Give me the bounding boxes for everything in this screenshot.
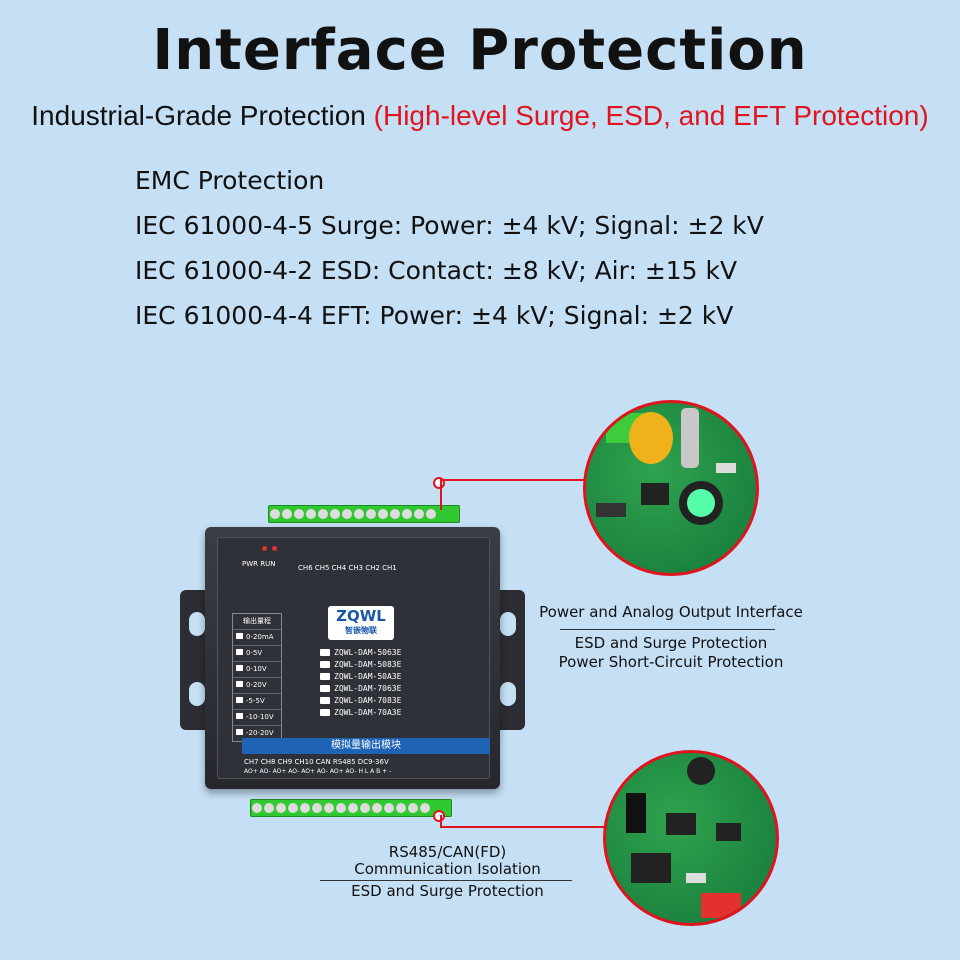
leader-line [440,479,585,481]
range-item: 0-20V [233,677,281,693]
leader-line [440,815,442,828]
top-channel-labels: CH6 CH5 CH4 CH3 CH2 CH1 [298,564,397,572]
callout-top-line1: ESD and Surge Protection [574,634,768,652]
pwr-led [262,546,267,551]
device-illustration: PWR RUN CH6 CH5 CH4 CH3 CH2 CH1 ZQWL 智嵌物… [180,505,525,817]
range-item: -10-10V [233,709,281,725]
front-panel: PWR RUN CH6 CH5 CH4 CH3 CH2 CH1 ZQWL 智嵌物… [217,537,490,779]
emc-heading: EMC Protection [135,166,325,195]
pcb-components-image [626,757,741,918]
leader-line [440,826,608,828]
bottom-pin-labels: AO+ AO- AO+ AO- AO+ AO- AO+ AO- H L A B … [244,768,392,775]
pcb-zoom-top [583,400,759,576]
model-item: ZQWL-DAM-5083E [320,660,401,672]
emc-line-eft: IEC 61000-4-4 EFT: Power: ±4 kV; Signal:… [135,301,734,330]
callout-bottom-line1: RS485/CAN(FD) [388,843,507,861]
caption-divider [320,880,572,881]
subtitle-highlight: (High-level Surge, ESD, and EFT Protecti… [373,100,929,131]
range-item: 0-5V [233,645,281,661]
mount-hole [189,612,205,636]
callout-top-line2: Power Short-Circuit Protection [558,653,784,671]
emc-line-esd: IEC 61000-4-2 ESD: Contact: ±8 kV; Air: … [135,256,738,285]
bottom-terminal-block [250,799,452,817]
callout-bottom-line2: Communication Isolation [354,860,541,878]
range-item: -20-20V [233,725,281,741]
logo-cn-text: 智嵌物联 [345,626,377,635]
led-labels: PWR RUN [242,560,276,568]
callout-point-bottom [433,810,445,822]
range-item: 0-10V [233,661,281,677]
page-title: Interface Protection [152,18,808,83]
leader-line [440,480,442,510]
model-item: ZQWL-DAM-7083E [320,696,401,708]
emc-line-surge: IEC 61000-4-5 Surge: Power: ±4 kV; Signa… [135,211,764,240]
output-range-table: 输出量程 0-20mA 0-5V 0-10V 0-20V -5-5V -10-1… [232,613,282,742]
callout-bottom-line3: ESD and Surge Protection [351,882,544,900]
range-title: 输出量程 [243,617,271,625]
model-item: ZQWL-DAM-70A3E [320,708,401,720]
model-list: ZQWL-DAM-5063E ZQWL-DAM-5083E ZQWL-DAM-5… [320,648,401,720]
model-item: ZQWL-DAM-7063E [320,684,401,696]
bottom-channel-labels: CH7 CH8 CH9 CH10 CAN RS485 DC9-36V [244,758,389,766]
logo-text: ZQWL [336,607,386,625]
module-name-band: 模拟量输出模块 [242,738,490,754]
model-item: ZQWL-DAM-50A3E [320,672,401,684]
range-item: -5-5V [233,693,281,709]
pcb-components-image [596,408,736,525]
subtitle: Industrial-Grade Protection (High-level … [0,100,960,132]
mount-hole [500,682,516,706]
emc-spec-list: EMC Protection IEC 61000-4-5 Surge: Powe… [135,165,764,345]
run-led [272,546,277,551]
mount-hole [500,612,516,636]
device-case: PWR RUN CH6 CH5 CH4 CH3 CH2 CH1 ZQWL 智嵌物… [205,527,500,789]
caption-divider [560,629,775,630]
top-terminal-block [268,505,460,523]
mount-hole [189,682,205,706]
subtitle-main: Industrial-Grade Protection [31,100,374,131]
range-item: 0-20mA [233,629,281,645]
model-item: ZQWL-DAM-5063E [320,648,401,660]
pcb-zoom-bottom [603,750,779,926]
callout-top-title: Power and Analog Output Interface [539,603,803,621]
brand-logo: ZQWL 智嵌物联 [328,606,394,640]
